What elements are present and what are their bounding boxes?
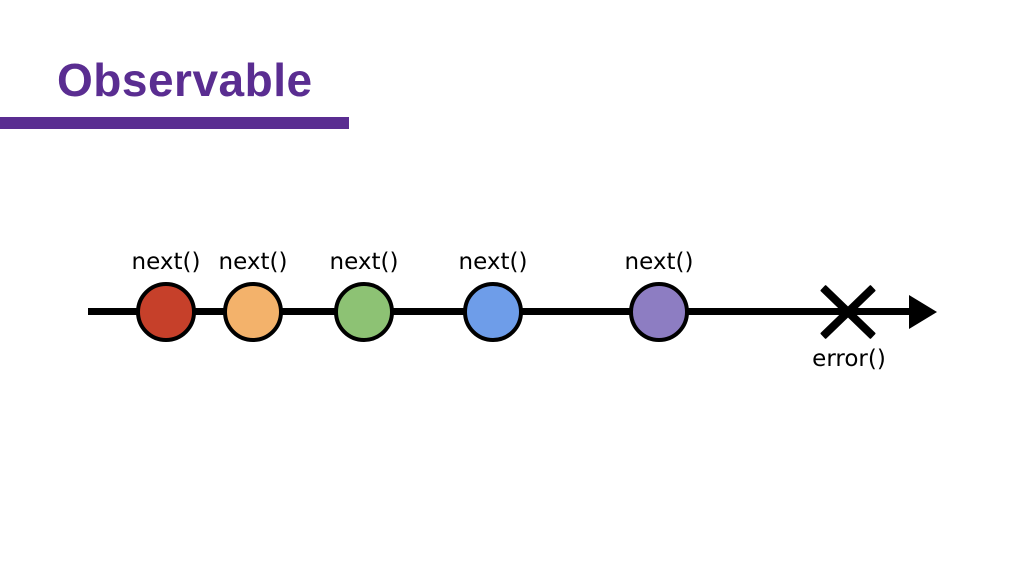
next-event-label: next(): [458, 249, 528, 275]
marble-next-event: [334, 282, 394, 342]
next-event-label: next(): [329, 249, 399, 275]
title-underline: [0, 117, 349, 129]
page-title: Observable: [57, 54, 313, 106]
next-event-label: next(): [624, 249, 694, 275]
marble-next-event: [629, 282, 689, 342]
arrow-head-icon: [909, 295, 937, 329]
next-event-label: next(): [131, 249, 201, 275]
marble-next-event: [223, 282, 283, 342]
marble-next-event: [136, 282, 196, 342]
error-x-icon: [813, 277, 883, 347]
marble-next-event: [463, 282, 523, 342]
next-event-label: next(): [218, 249, 288, 275]
error-event-label: error(): [812, 346, 886, 372]
